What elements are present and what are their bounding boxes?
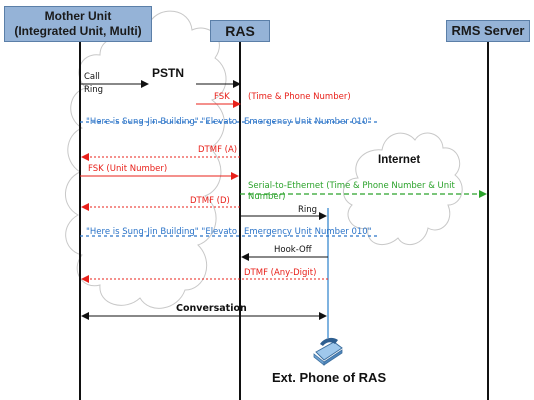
mother-unit-header: Mother Unit (Integrated Unit, Multi) xyxy=(4,6,152,42)
msg-serial-2: Number) xyxy=(248,192,286,202)
msg-announce-1-left: "Here is Sung-Jin Building" "Elevato xyxy=(86,117,238,127)
msg-ring-2: Ring xyxy=(298,205,318,215)
msg-ring-1: Ring xyxy=(84,85,104,95)
msg-fsk-detail: (Time & Phone Number) xyxy=(248,92,351,102)
msg-announce-1-right: Emergency Unit Number 010" xyxy=(244,117,372,127)
msg-announce-2-left: "Here is Sung-Jin Building" "Elevato xyxy=(86,227,238,237)
phone-icon xyxy=(313,337,343,366)
phone-label: Ext. Phone of RAS xyxy=(272,370,387,385)
internet-label: Internet xyxy=(378,154,421,166)
rms-server-header: RMS Server xyxy=(446,20,530,42)
msg-fsk-unit: FSK (Unit Number) xyxy=(88,164,168,174)
internet-cloud xyxy=(343,132,463,246)
msg-serial-1: Serial-to-Ethernet (Time & Phone Number … xyxy=(248,181,455,191)
msg-conversation: Conversation xyxy=(176,303,247,314)
ras-header: RAS xyxy=(210,20,270,42)
pstn-cloud xyxy=(65,10,227,309)
msg-call: Call xyxy=(84,72,100,82)
msg-dtmf-any: DTMF (Any-Digit) xyxy=(244,268,317,278)
msg-dtmf-d: DTMF (D) xyxy=(190,196,230,206)
msg-dtmf-a: DTMF (A) xyxy=(198,145,238,155)
msg-hookoff: Hook-Off xyxy=(274,245,312,255)
pstn-label: PSTN xyxy=(152,66,185,80)
msg-fsk: FSK xyxy=(214,92,230,102)
msg-announce-2-right: Emergency Unit Number 010" xyxy=(244,227,372,237)
